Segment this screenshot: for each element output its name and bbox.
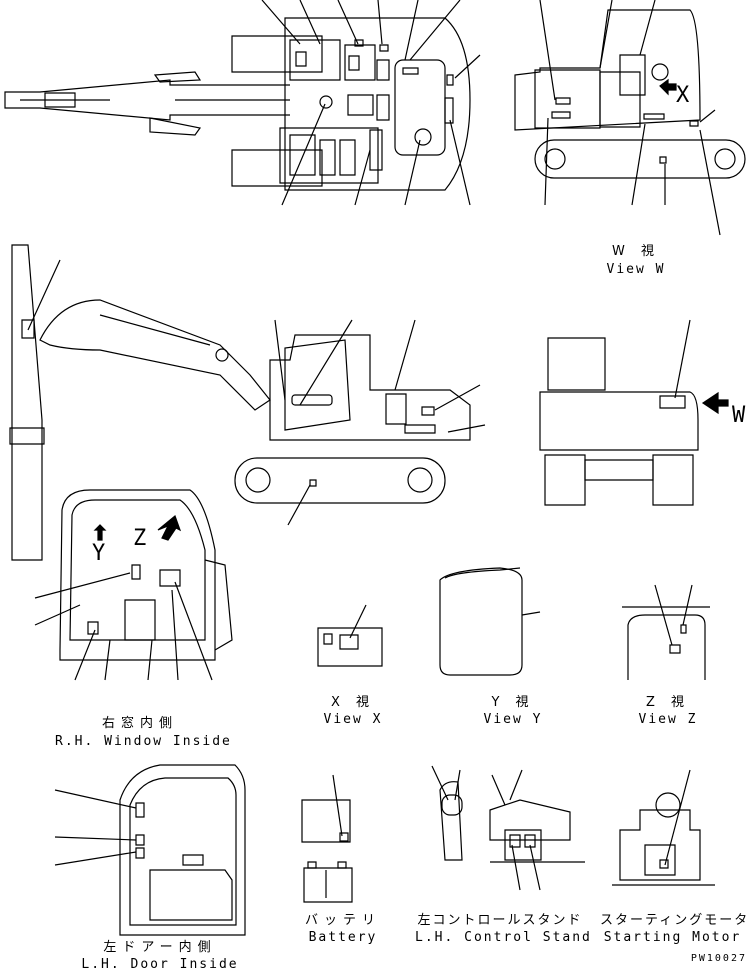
- lh-door-en-label: L.H. Door Inside: [81, 957, 239, 972]
- rh-window-inside-drawing: [35, 490, 232, 680]
- view-z-en-label: View Z: [638, 712, 698, 727]
- battery-en-label: Battery: [308, 930, 378, 945]
- view-x-jp-label: X 視: [330, 695, 376, 710]
- rear-view-machine: [540, 320, 728, 505]
- control-stand-drawing: [432, 766, 585, 890]
- view-x-en-label: View X: [323, 712, 383, 727]
- view-y-en-label: View Y: [483, 712, 543, 727]
- rh-window-jp-label: 右窓内側: [101, 716, 178, 731]
- rear-view-marker-w: W: [732, 403, 746, 428]
- view-w-jp-label: W 視: [612, 244, 660, 259]
- starting-motor-jp-label: スターティングモータ: [600, 913, 750, 928]
- view-z-jp-label: Z 視: [645, 695, 691, 710]
- view-w-marker-x: X: [676, 83, 690, 108]
- control-stand-jp-label: 左コントロールスタンド: [417, 913, 583, 928]
- control-stand-en-label: L.H. Control Stand: [415, 930, 592, 945]
- view-w-machine: [515, 0, 745, 235]
- rh-window-marker-y: Y: [92, 541, 105, 566]
- view-y-jp-label: Y 視: [491, 695, 535, 710]
- top-plan-view: [5, 0, 480, 205]
- starting-motor-en-label: Starting Motor: [603, 930, 742, 945]
- battery-jp-label: バッテリ: [304, 913, 381, 928]
- view-z-drawing: [622, 585, 710, 680]
- side-view-machine: [10, 245, 485, 560]
- view-w-en-label: View W: [606, 262, 666, 277]
- lh-door-jp-label: 左ドアー内側: [103, 940, 217, 955]
- battery-drawing: [302, 775, 352, 902]
- rh-window-en-label: R.H. Window Inside: [55, 734, 232, 749]
- drawing-code: PW10027: [690, 953, 747, 964]
- rh-window-marker-z: Z: [133, 526, 146, 551]
- starting-motor-drawing: [612, 770, 715, 885]
- view-y-drawing: [440, 568, 540, 675]
- view-x-drawing: [318, 605, 382, 666]
- lh-door-inside-drawing: [55, 765, 245, 935]
